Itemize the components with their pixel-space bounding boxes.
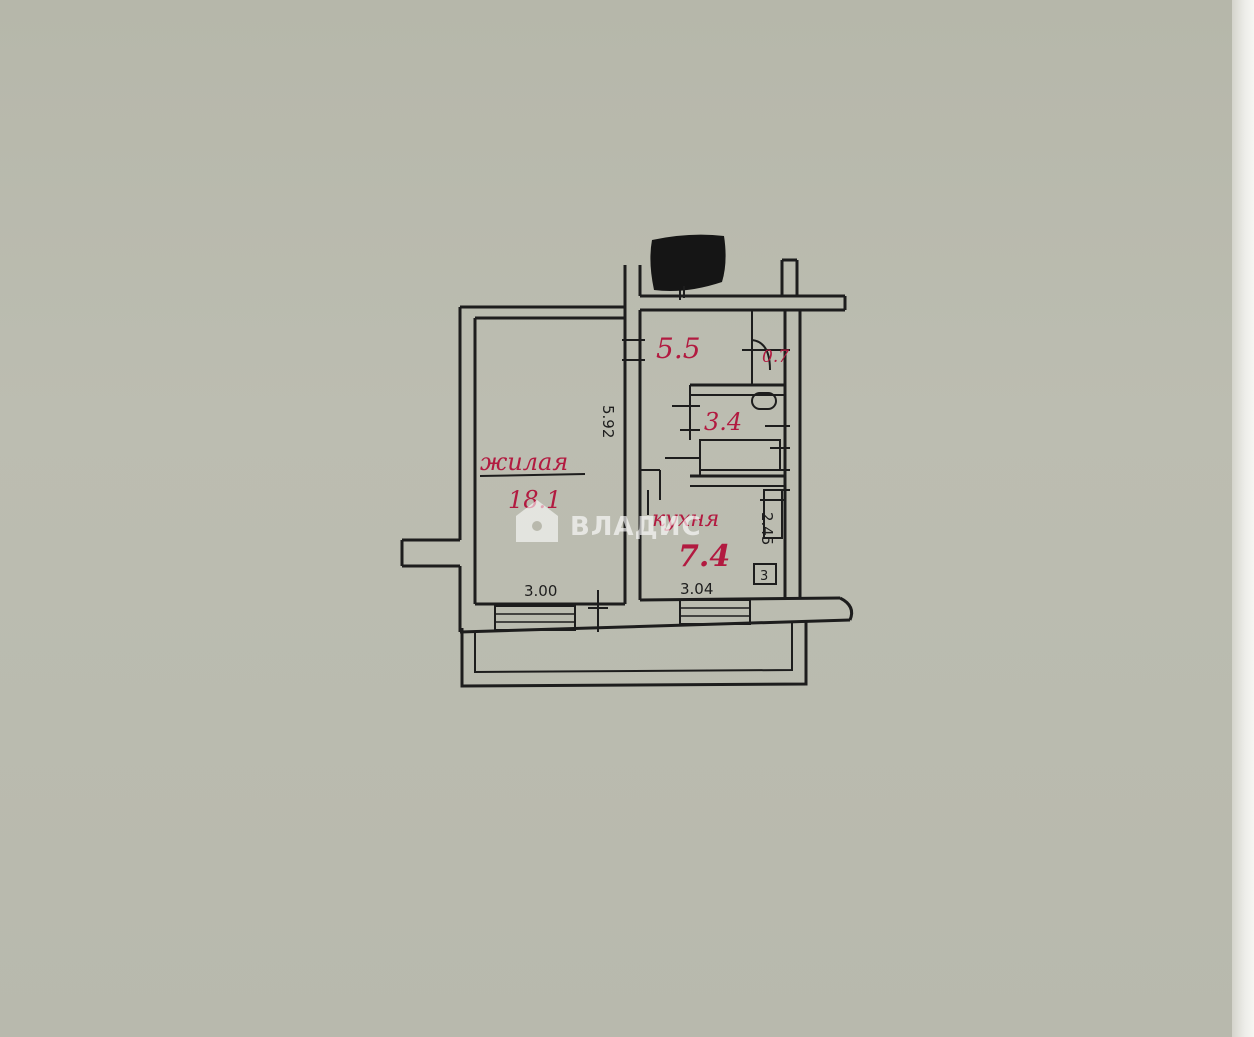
closet-area: 0.7	[762, 347, 789, 367]
hall-area: 5.5	[656, 332, 701, 365]
watermark-text: ВЛАДИС	[570, 512, 702, 542]
room-label-kitchen: кухня	[652, 507, 719, 532]
dimension-kitchen-width: 3.04	[680, 580, 713, 598]
bath-area: 3.4	[704, 408, 742, 436]
page-edge	[1232, 0, 1254, 1037]
interior-walls	[588, 286, 790, 632]
dimension-room-length: 5.92	[599, 405, 617, 438]
dimension-kitchen-length: 2.45	[758, 512, 776, 545]
windows	[494, 599, 751, 631]
dimension-room-width: 3.00	[524, 582, 557, 600]
stove-mark: 3	[760, 569, 768, 584]
room-area-kitchen: 7.4	[678, 539, 730, 574]
room-label-living: жилая	[480, 448, 568, 476]
watermark: ВЛАДИС	[516, 500, 702, 542]
redaction-block	[650, 234, 726, 291]
outer-walls	[400, 258, 854, 688]
